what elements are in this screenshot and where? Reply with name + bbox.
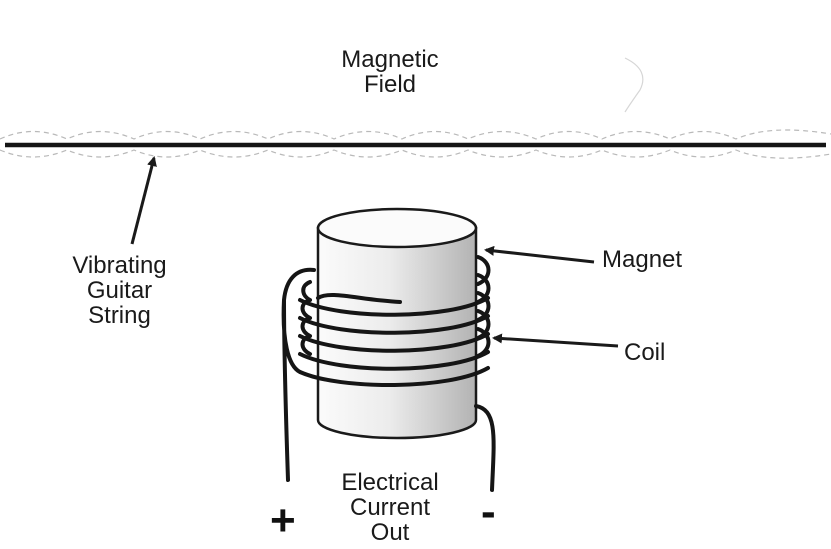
coil-windings: [281, 255, 496, 492]
field-line-faint: [624, 57, 644, 113]
coil-back-left: [300, 280, 312, 356]
magnetic-field-line-1: Magnetic: [341, 46, 439, 73]
magnet-top: [316, 207, 478, 249]
pointer-arrows: [130, 156, 619, 348]
coil-lead-minus: [474, 404, 496, 492]
coil-label: Coil: [624, 339, 666, 366]
plus-terminal-sign: +: [270, 496, 296, 545]
current-out-line-2: Current: [349, 494, 431, 521]
field-line-upper: [0, 129, 831, 140]
vibrating-string-label: Vibrating Guitar String: [52, 253, 187, 328]
vibrating-string-line-2: Guitar: [86, 277, 153, 304]
coil-lead-plus: [281, 267, 316, 482]
coil-pointer-arrow: [492, 333, 619, 348]
field-line-lower: [0, 149, 831, 159]
current-out-line-1: Electrical: [341, 469, 439, 496]
minus-terminal-sign: -: [481, 487, 496, 536]
coil-back-right: [476, 255, 491, 358]
current-out-line-3: Out: [370, 519, 410, 546]
vibrating-string-line-3: String: [88, 302, 151, 329]
magnet-label: Magnet: [602, 246, 683, 273]
string-pointer-arrow: [130, 156, 157, 245]
current-out-label: Electrical Current Out: [320, 470, 460, 545]
coil-turn-1: [298, 296, 490, 317]
vibrating-string-line-1: Vibrating: [72, 252, 167, 279]
magnet-pointer-arrow: [484, 245, 595, 264]
magnetic-field-line-2: Field: [363, 71, 417, 98]
magnet-cylinder: [316, 207, 478, 440]
magnetic-field-lines: [0, 57, 831, 159]
coil-turn-4: [298, 350, 490, 371]
magnetic-field-label: Magnetic Field: [320, 47, 460, 97]
coil-turn-5: [298, 366, 490, 388]
coil-turn-3: [298, 332, 490, 353]
coil-turn-2: [298, 314, 490, 335]
coil-lead-top: [316, 292, 402, 304]
